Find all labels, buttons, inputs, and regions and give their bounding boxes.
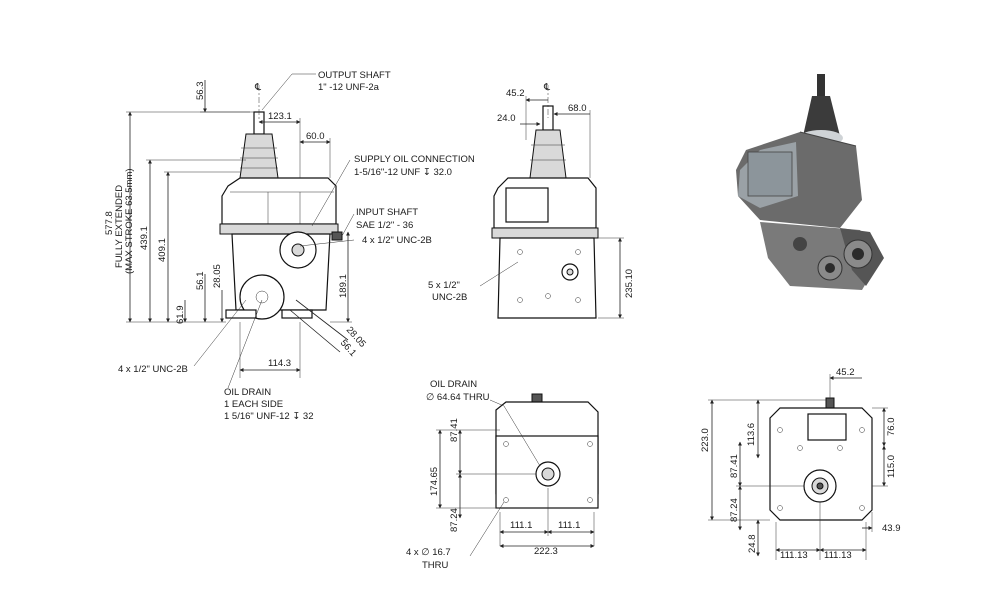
dim-bottom-174-65: 174.65 (429, 467, 440, 496)
dim-rear-113-6: 113.6 (746, 423, 757, 446)
dim-rear-76-0: 76.0 (886, 418, 897, 437)
front-view: ℄ 45.2 24.0 68.0 235.10 5 x 1/2" UNC-2B (428, 82, 635, 319)
input-shaft-stub (331, 231, 343, 241)
callout-oil-drain-thru-2: ∅ 64.64 THRU (426, 392, 490, 403)
callout-oil-drain-thru-1: OIL DRAIN (430, 379, 477, 390)
dim-rear-43-9: 43.9 (882, 523, 901, 534)
dim-rear-223-0: 223.0 (700, 428, 711, 452)
dim-bottom-87-24: 87.24 (449, 508, 460, 532)
dim-rear-115-0: 115.0 (886, 455, 897, 478)
iso-shaft (817, 74, 825, 96)
callout-front-holes-1: 5 x 1/2" (428, 280, 460, 291)
flange-plate (219, 223, 339, 235)
callout-oil-drain-2: 1 EACH SIDE (224, 399, 283, 410)
callout-output-shaft-2: 1" -12 UNF-2a (318, 82, 380, 93)
dim-60-0: 60.0 (306, 131, 325, 142)
output-boot (239, 133, 279, 179)
callout-front-holes-2: UNC-2B (432, 292, 467, 303)
dim-rear-24-8: 24.8 (747, 535, 758, 554)
rear-view: 45.2 223.0 113.6 87.41 87.24 24.8 76.0 1… (700, 367, 901, 561)
dim-rear-45-2: 45.2 (836, 367, 855, 378)
dim-189-1: 189.1 (338, 274, 349, 298)
dim-bottom-111-1-a: 111.1 (510, 520, 532, 531)
callout-output-shaft-1: OUTPUT SHAFT (318, 70, 391, 81)
isometric-render (736, 74, 884, 290)
callout-input-shaft-2: SAE 1/2" - 36 (356, 220, 413, 231)
dim-bottom-111-1-b: 111.1 (558, 520, 580, 531)
dim-max-stroke: (MAX STROKE 63.5mm) (124, 168, 135, 274)
dim-front-68-0: 68.0 (568, 103, 587, 114)
centerline-symbol: ℄ (254, 82, 262, 93)
callout-mount-holes: 4 x 1/2" UNC-2B (362, 235, 432, 246)
callout-bottom-holes-1: 4 x ∅ 16.7 (406, 547, 451, 558)
dim-577-8: 577.8 (104, 211, 115, 235)
iso-boot (803, 96, 840, 136)
callout-bottom-holes-2: THRU (422, 560, 449, 571)
output-shaft-tip (253, 111, 265, 135)
front-lower-housing (497, 237, 597, 319)
bottom-view: 174.65 87.41 87.24 111.1 111.1 222.3 OIL… (406, 379, 599, 571)
dim-fully-extended: FULLY EXTENDED (114, 185, 125, 268)
callout-supply-oil-2: 1-5/16"-12 UNF ↧ 32.0 (354, 167, 452, 178)
callout-input-shaft-1: INPUT SHAFT (356, 207, 418, 218)
dim-61-9: 61.9 (175, 306, 186, 325)
dim-bottom-222-3: 222.3 (534, 546, 558, 557)
front-centerline-symbol: ℄ (543, 82, 551, 93)
dim-rear-111-13-b: 111.13 (824, 550, 852, 561)
dim-rear-87-41: 87.41 (729, 454, 740, 478)
dim-114-3: 114.3 (268, 358, 291, 369)
callout-oil-drain-1: OIL DRAIN (224, 387, 271, 398)
dim-439-1: 439.1 (139, 226, 150, 250)
callout-oil-drain-3: 1 5/16" UNF-12 ↧ 32 (224, 411, 314, 422)
dim-rear-111-13-a: 111.13 (780, 550, 808, 561)
dim-rear-87-24: 87.24 (729, 498, 740, 522)
upper-housing (221, 177, 337, 225)
dim-front-235-10: 235.10 (624, 269, 635, 298)
callout-supply-oil-1: SUPPLY OIL CONNECTION (354, 154, 475, 165)
dim-56-3: 56.3 (195, 82, 206, 101)
dim-28-05-a: 28.05 (212, 264, 223, 288)
side-view: ℄ 56.3 123.1 60.0 577.8 FULLY EXTENDED (… (104, 70, 475, 422)
dim-56-1-a: 56.1 (195, 272, 206, 291)
callout-left-holes: 4 x 1/2" UNC-2B (118, 364, 188, 375)
front-boot (529, 129, 567, 179)
oil-drain-boss (239, 274, 285, 320)
dim-123-1: 123.1 (268, 111, 292, 122)
dim-front-45-2: 45.2 (506, 88, 525, 99)
dim-front-24-0: 24.0 (497, 113, 516, 124)
dim-409-1: 409.1 (157, 238, 168, 262)
rear-top-plate (807, 413, 847, 441)
